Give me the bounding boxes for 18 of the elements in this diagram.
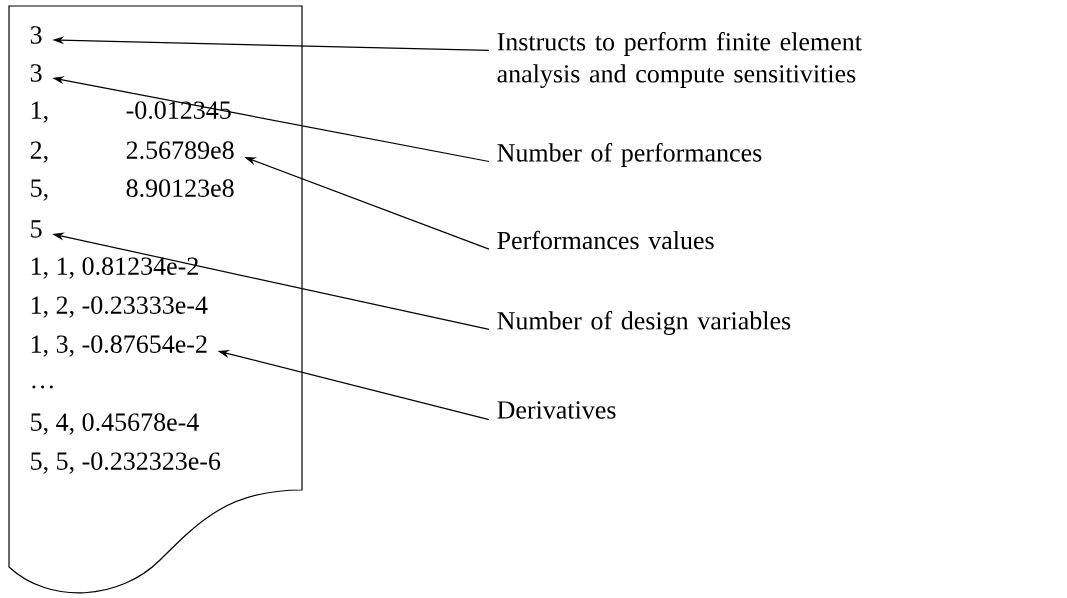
data-line: 1, 3, -0.87654e-2 (31, 335, 207, 357)
data-line: 5, 8.90123e8 (31, 179, 234, 201)
data-line: 1, 2, -0.23333e-4 (31, 296, 208, 318)
annotation-text: Number of design variables (497, 311, 791, 335)
data-line: … (32, 385, 53, 389)
data-line: 5 (31, 220, 42, 238)
data-line: 5, 4, 0.45678e-4 (31, 413, 199, 435)
annotation-text: Performances values (497, 230, 714, 250)
annotation-text: Derivatives (497, 401, 616, 419)
data-line: 1, 1, 0.81234e-2 (31, 257, 198, 279)
data-line: 5, 5, -0.232323e-6 (31, 452, 221, 474)
data-line: 3 (30, 26, 42, 44)
data-line: 3 (30, 64, 42, 82)
annotation-text: Instructs to perform finite element analysis and compute sensitivities (497, 32, 862, 88)
data-line: 1, -0.012345 (31, 101, 231, 123)
annotation-text: Number of performances (497, 143, 762, 167)
data-line: 2, 2.56789e8 (30, 141, 234, 163)
document-shape (8, 5, 303, 594)
